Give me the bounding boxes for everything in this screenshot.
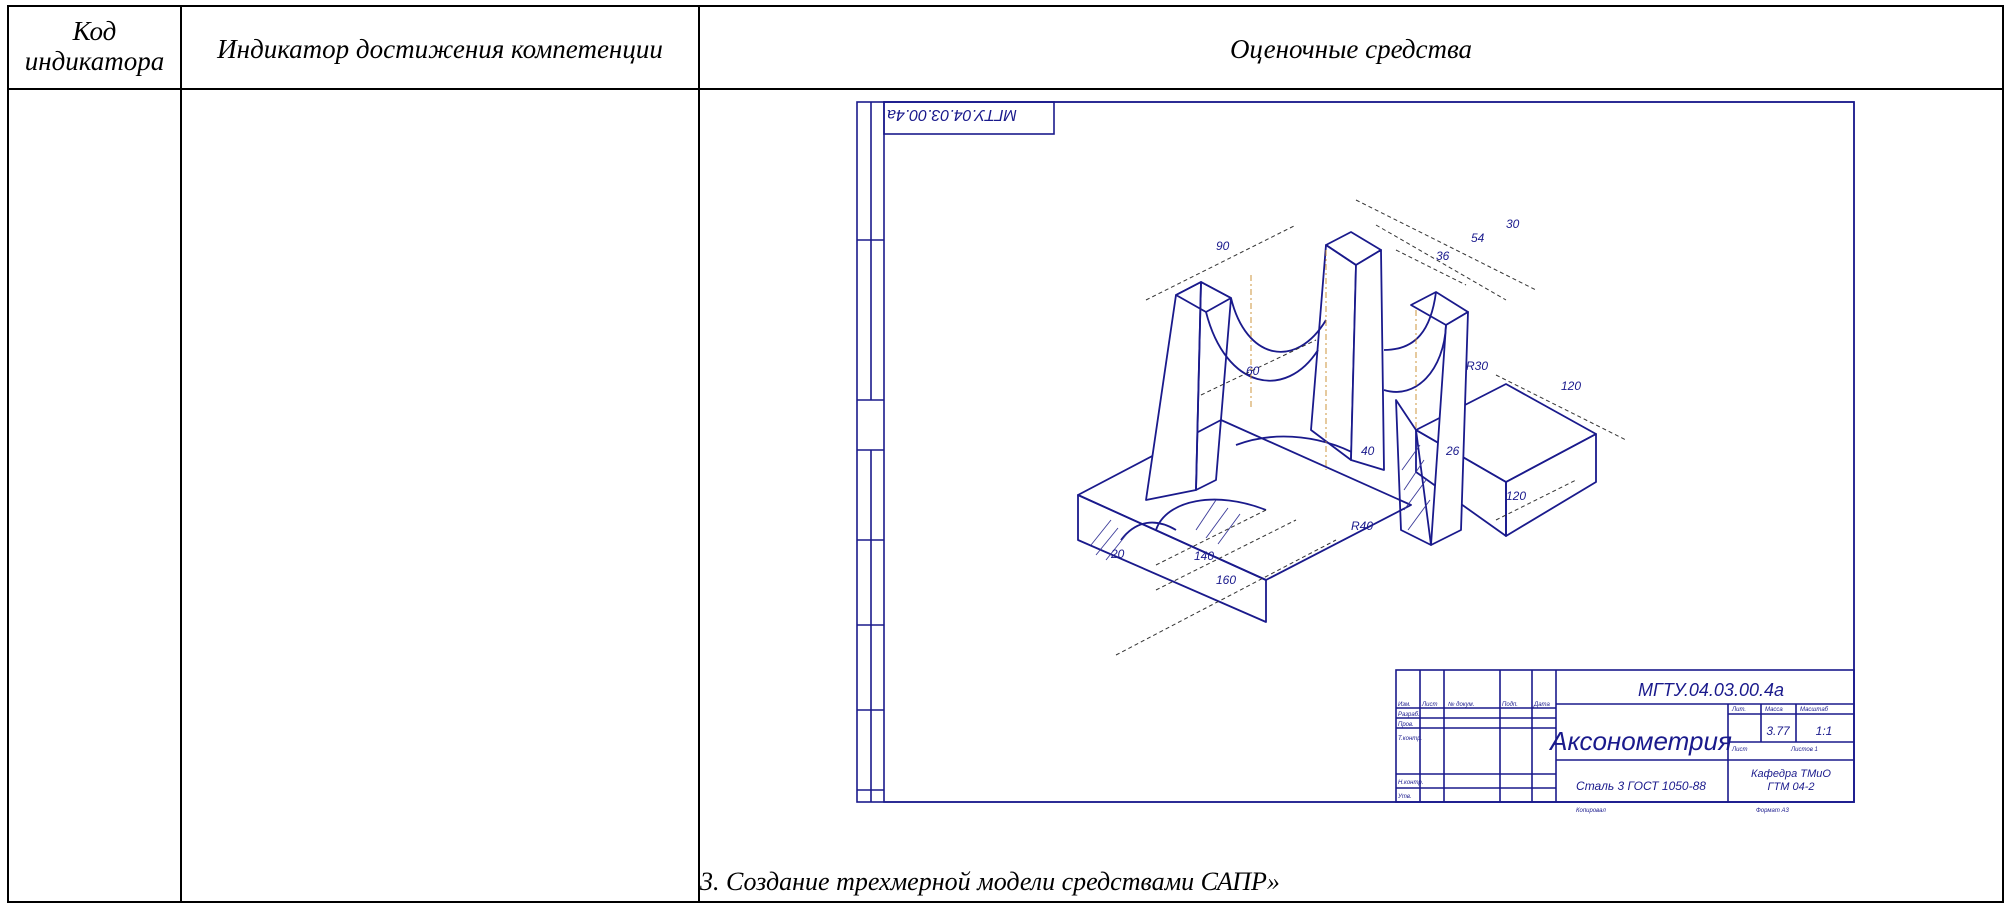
dim-label: 120 bbox=[1561, 379, 1581, 393]
part-model bbox=[1077, 199, 1627, 656]
table-border-left bbox=[7, 5, 9, 903]
dim-label: 90 bbox=[1216, 239, 1230, 253]
table-border-right bbox=[2002, 5, 2004, 903]
doc-code: МГТУ.04.03.00.4а bbox=[1638, 680, 1784, 700]
material: Сталь 3 ГОСТ 1050-88 bbox=[1576, 779, 1706, 793]
tb-label: Формат A3 bbox=[1756, 808, 1789, 814]
mirrored-code-stamp bbox=[883, 101, 1055, 135]
tb-label: Утв. bbox=[1397, 794, 1412, 800]
header-code-line2: индикатора bbox=[24, 46, 165, 76]
tb-label: Разраб. bbox=[1398, 712, 1420, 718]
tb-label: Листов 1 bbox=[1790, 747, 1818, 753]
dim-label: 140 bbox=[1194, 549, 1214, 563]
tb-label: Масса bbox=[1765, 707, 1783, 713]
tb-label: Изм. bbox=[1398, 702, 1411, 708]
tb-label: Копировал bbox=[1576, 808, 1606, 814]
dim-label: 120 bbox=[1506, 489, 1526, 503]
mirrored-doc-code: МГТУ.04.03.00.4а bbox=[887, 106, 1017, 123]
header-code-line1: Код bbox=[72, 16, 117, 46]
header-assessment: Оценочные средства bbox=[1229, 34, 1473, 64]
tb-label: Т.контр. bbox=[1398, 736, 1422, 742]
table-border-top bbox=[7, 5, 2004, 7]
tb-label: Подп. bbox=[1502, 702, 1518, 708]
table-col-divider-2 bbox=[698, 5, 700, 903]
axonometric-drawing: МГТУ.04.03.00.4а МГТУ.04.03.00.4а Аксоно… bbox=[856, 101, 1855, 814]
table-border-bottom bbox=[7, 901, 2004, 903]
tb-label: Масштаб bbox=[1800, 707, 1829, 713]
dim-label: 30 bbox=[1506, 217, 1520, 231]
drawing-title: Аксонометрия bbox=[1548, 726, 1732, 756]
dim-label: 60 bbox=[1246, 364, 1260, 378]
dim-label: 36 bbox=[1436, 249, 1450, 263]
tb-label: Лист bbox=[1731, 747, 1747, 753]
inner-frame bbox=[883, 101, 1855, 803]
table-header-divider bbox=[7, 88, 2004, 90]
table-col-divider-1 bbox=[180, 5, 182, 903]
dim-label: 160 bbox=[1216, 573, 1236, 587]
tb-label: Н.контр. bbox=[1398, 780, 1423, 786]
org-line2: ГТМ 04-2 bbox=[1767, 781, 1814, 793]
header-code: Код индикатора bbox=[9, 16, 180, 76]
scale-value: 1:1 bbox=[1816, 724, 1833, 738]
dim-label: R30 bbox=[1466, 359, 1488, 373]
dim-label: 26 bbox=[1445, 444, 1460, 458]
title-block bbox=[1395, 669, 1855, 803]
dim-label: 20 bbox=[1110, 547, 1125, 561]
org-line1: Кафедра ТМиО bbox=[1751, 768, 1831, 780]
dim-label: R40 bbox=[1351, 519, 1373, 533]
dim-label: 54 bbox=[1471, 231, 1485, 245]
mass-value: 3.77 bbox=[1766, 724, 1791, 738]
assessment-caption: 3. Создание трехмерной модели средствами… bbox=[700, 867, 1280, 896]
tb-label: Лист bbox=[1421, 702, 1437, 708]
tb-label: Пров. bbox=[1398, 722, 1414, 728]
tb-label: Дата bbox=[1533, 702, 1550, 708]
dim-label: 40 bbox=[1361, 444, 1375, 458]
tb-label: Лит. bbox=[1731, 707, 1746, 713]
tb-label: № докум. bbox=[1448, 701, 1474, 708]
header-indicator: Индикатор достижения компетенции bbox=[217, 34, 663, 64]
